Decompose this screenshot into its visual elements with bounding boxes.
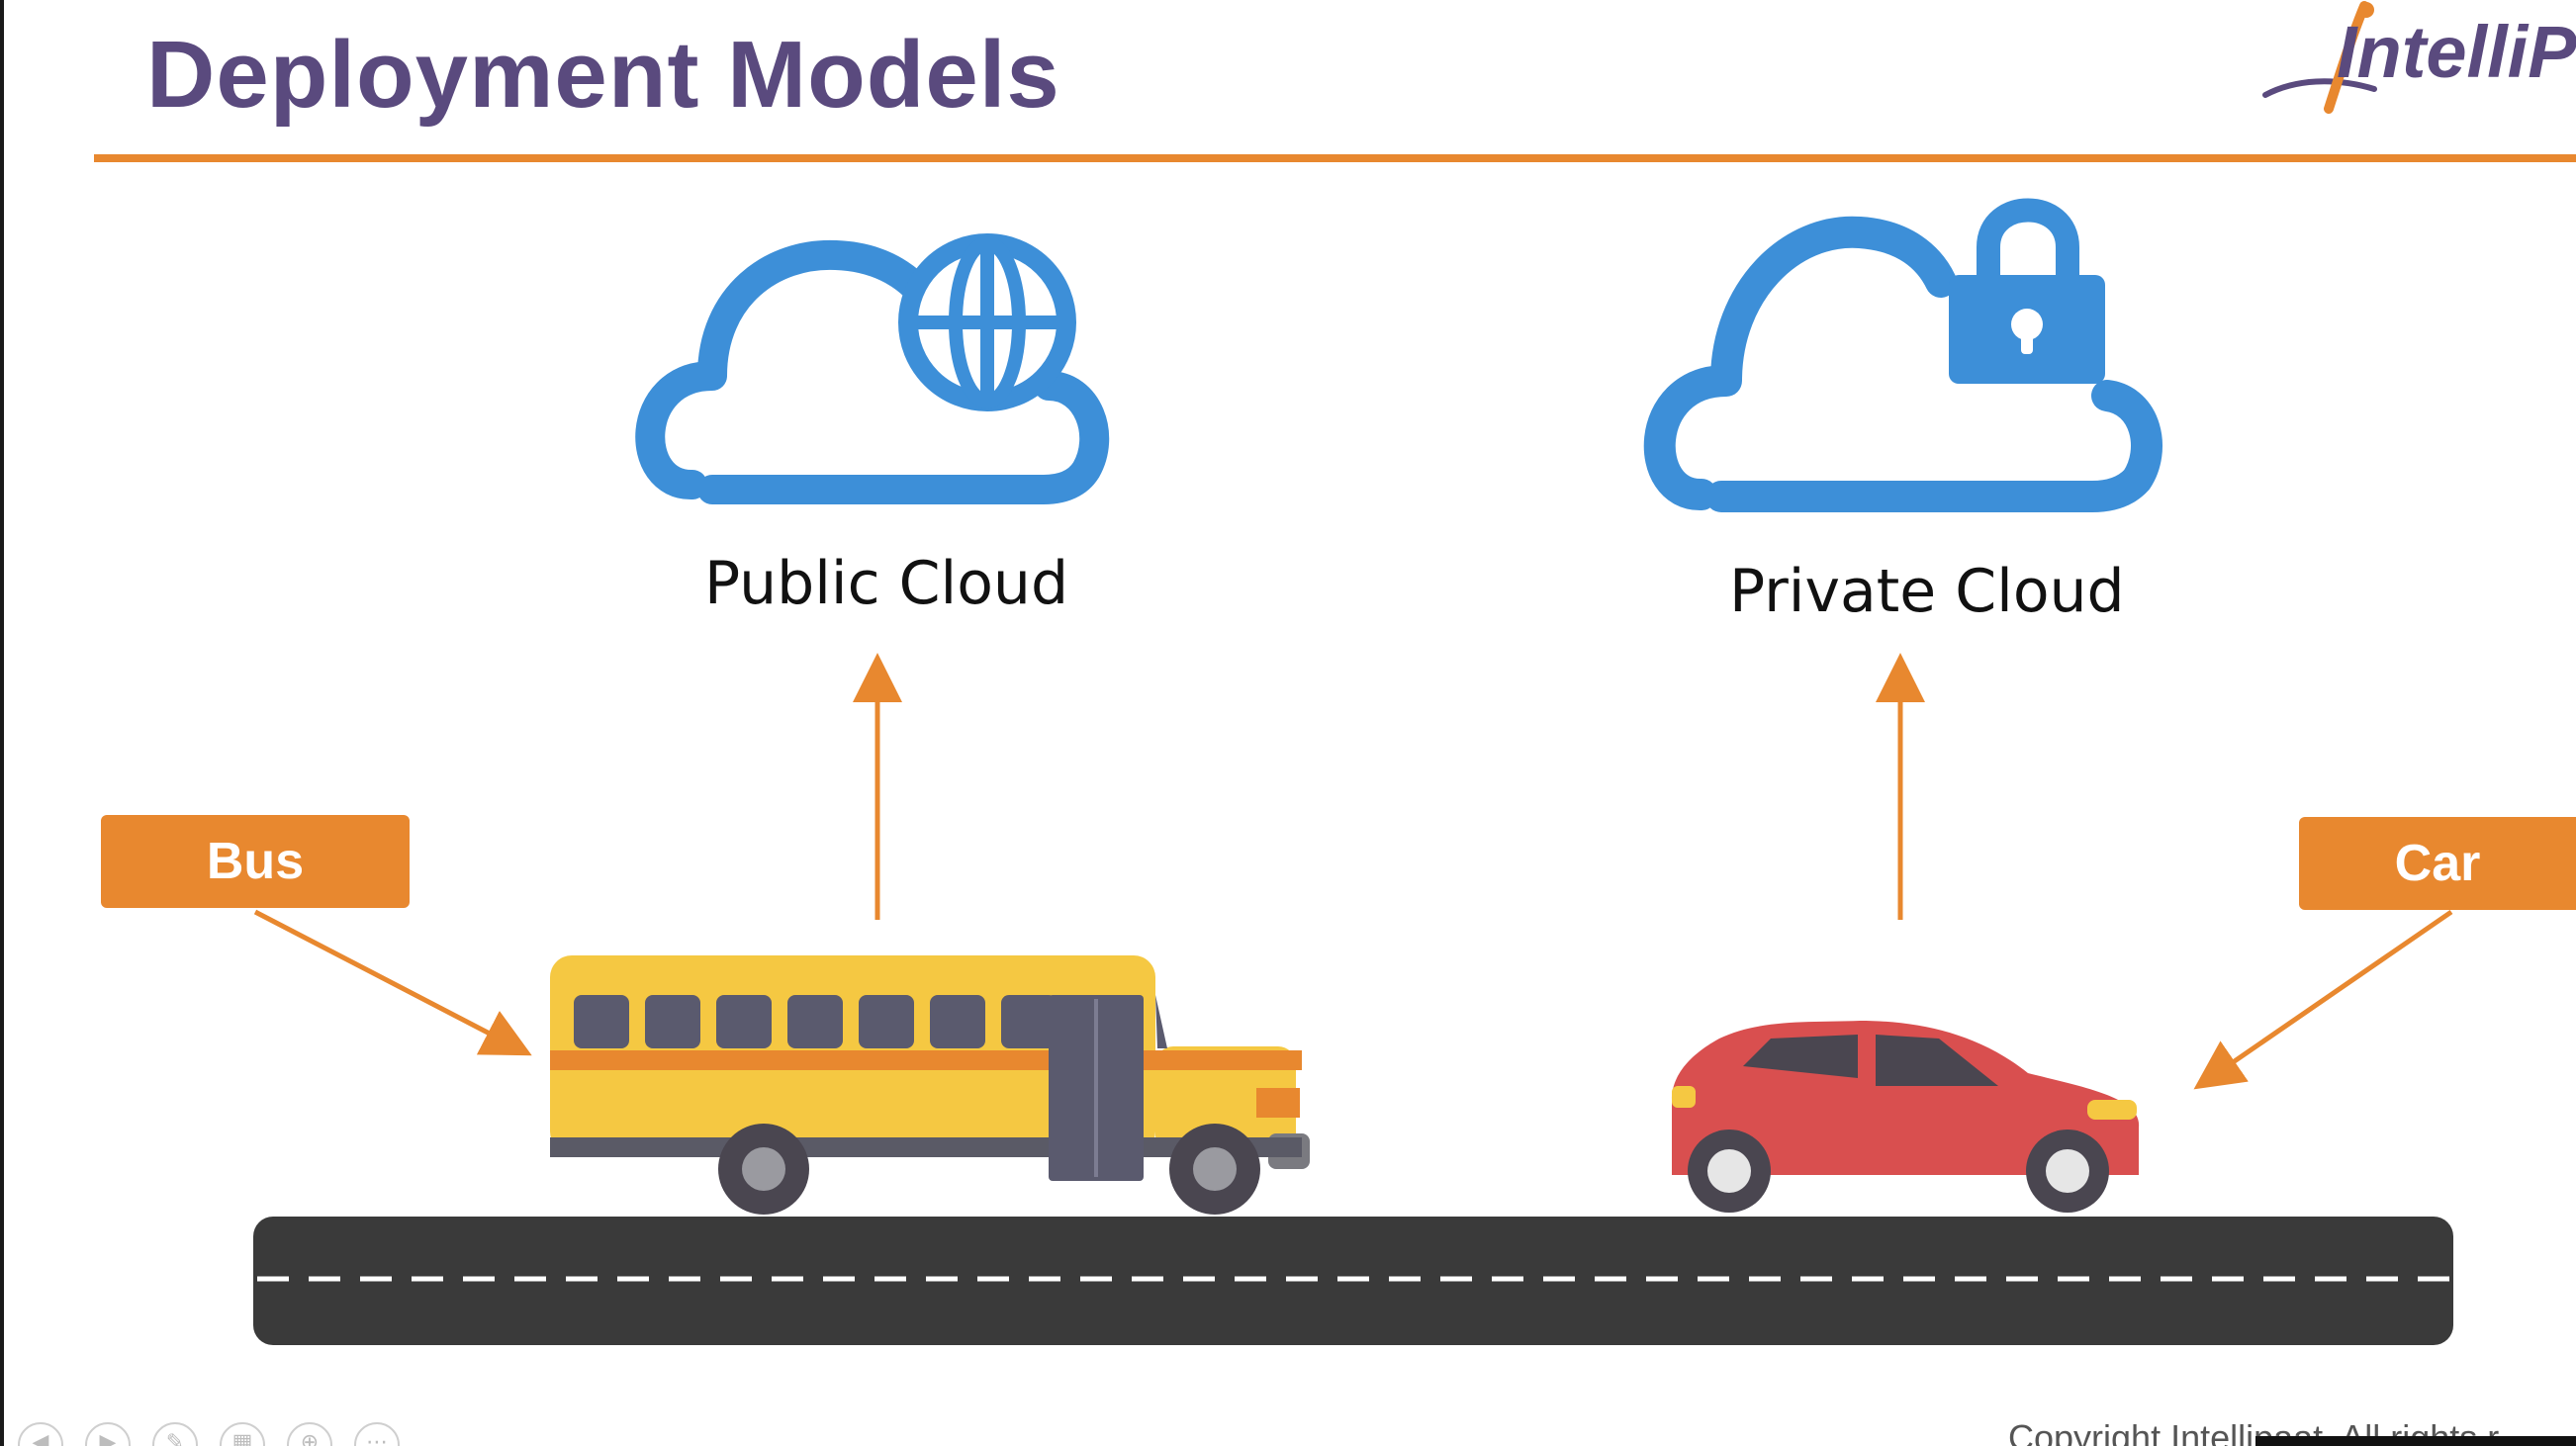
window-left-border <box>0 0 4 1446</box>
car-tag: Car <box>2299 817 2576 910</box>
slideshow-toolbar: ◀ ▶ ✎ ▦ ⊕ ⋯ <box>18 1422 400 1446</box>
bus-tag: Bus <box>101 815 410 908</box>
logo-wordmark: IntelliPaat <box>2337 11 2576 93</box>
lock-cloud-icon <box>1643 198 2162 512</box>
slide-title: Deployment Models <box>146 22 1060 128</box>
arrow-car-tag-to-car <box>2193 909 2453 1090</box>
bottom-right-bar <box>2255 1436 2576 1446</box>
globe-cloud-icon <box>635 233 1110 504</box>
arrow-bus-tag-to-bus <box>253 909 532 1056</box>
slides-grid-icon[interactable]: ▦ <box>220 1422 265 1446</box>
next-arrow-icon[interactable]: ▶ <box>85 1422 131 1446</box>
more-icon[interactable]: ⋯ <box>354 1422 400 1446</box>
red-hatchback-car-icon <box>1672 1021 2140 1213</box>
school-bus-icon <box>550 955 1310 1215</box>
zoom-icon[interactable]: ⊕ <box>287 1422 332 1446</box>
title-underline <box>94 154 2576 162</box>
pen-icon[interactable]: ✎ <box>152 1422 198 1446</box>
public-cloud-label: Public Cloud <box>704 549 1069 618</box>
road-icon <box>253 1217 2453 1345</box>
intellipaat-logo-icon <box>2262 1 2377 114</box>
private-cloud-label: Private Cloud <box>1729 557 2125 626</box>
prev-arrow-icon[interactable]: ◀ <box>18 1422 63 1446</box>
